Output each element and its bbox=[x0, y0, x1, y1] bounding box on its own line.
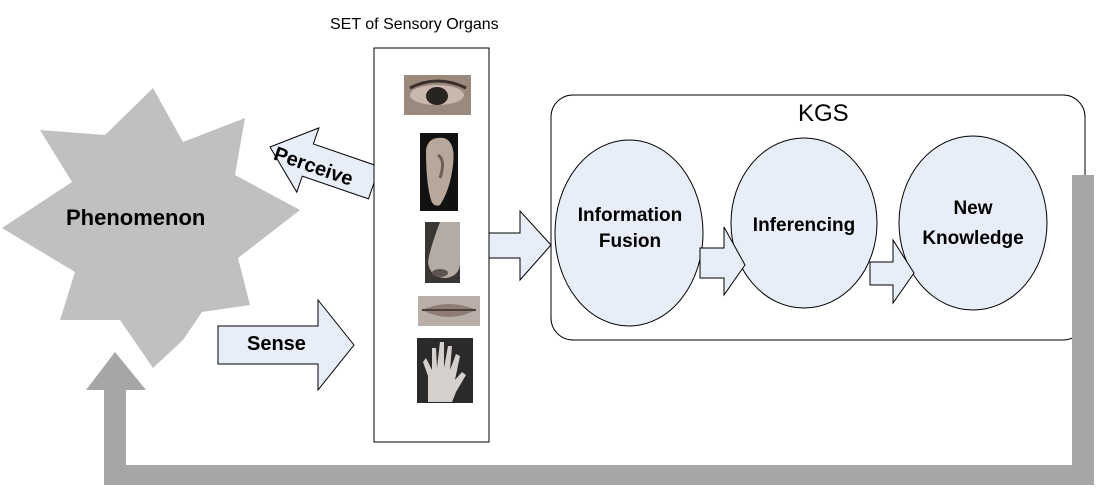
information-fusion-label: Information Fusion bbox=[577, 205, 683, 252]
sense-arrow bbox=[217, 298, 355, 392]
hand-image bbox=[417, 338, 473, 403]
sensory-organs-title: SET of Sensory Organs bbox=[330, 16, 499, 33]
new-knowledge-circle bbox=[898, 135, 1048, 311]
ear-image bbox=[420, 133, 458, 211]
new-knowledge-label: New Knowledge bbox=[922, 198, 1024, 249]
fusion-to-inferencing-arrow bbox=[699, 226, 746, 297]
inferencing-to-knowledge-arrow bbox=[869, 238, 915, 305]
phenomenon-star bbox=[2, 88, 300, 368]
kgs-label: KGS bbox=[798, 100, 849, 127]
organs-to-kgs-arrow bbox=[488, 209, 552, 282]
phenomenon-label: Phenomenon bbox=[66, 205, 206, 230]
sense-label: Sense bbox=[247, 333, 306, 355]
eye-image bbox=[404, 75, 471, 115]
nose-image bbox=[425, 222, 460, 283]
inferencing-label: Inferencing bbox=[752, 215, 856, 236]
information-fusion-circle bbox=[554, 139, 704, 327]
mouth-image bbox=[418, 296, 480, 326]
inferencing-circle bbox=[730, 137, 878, 309]
feedback-arrow-head bbox=[86, 352, 146, 390]
